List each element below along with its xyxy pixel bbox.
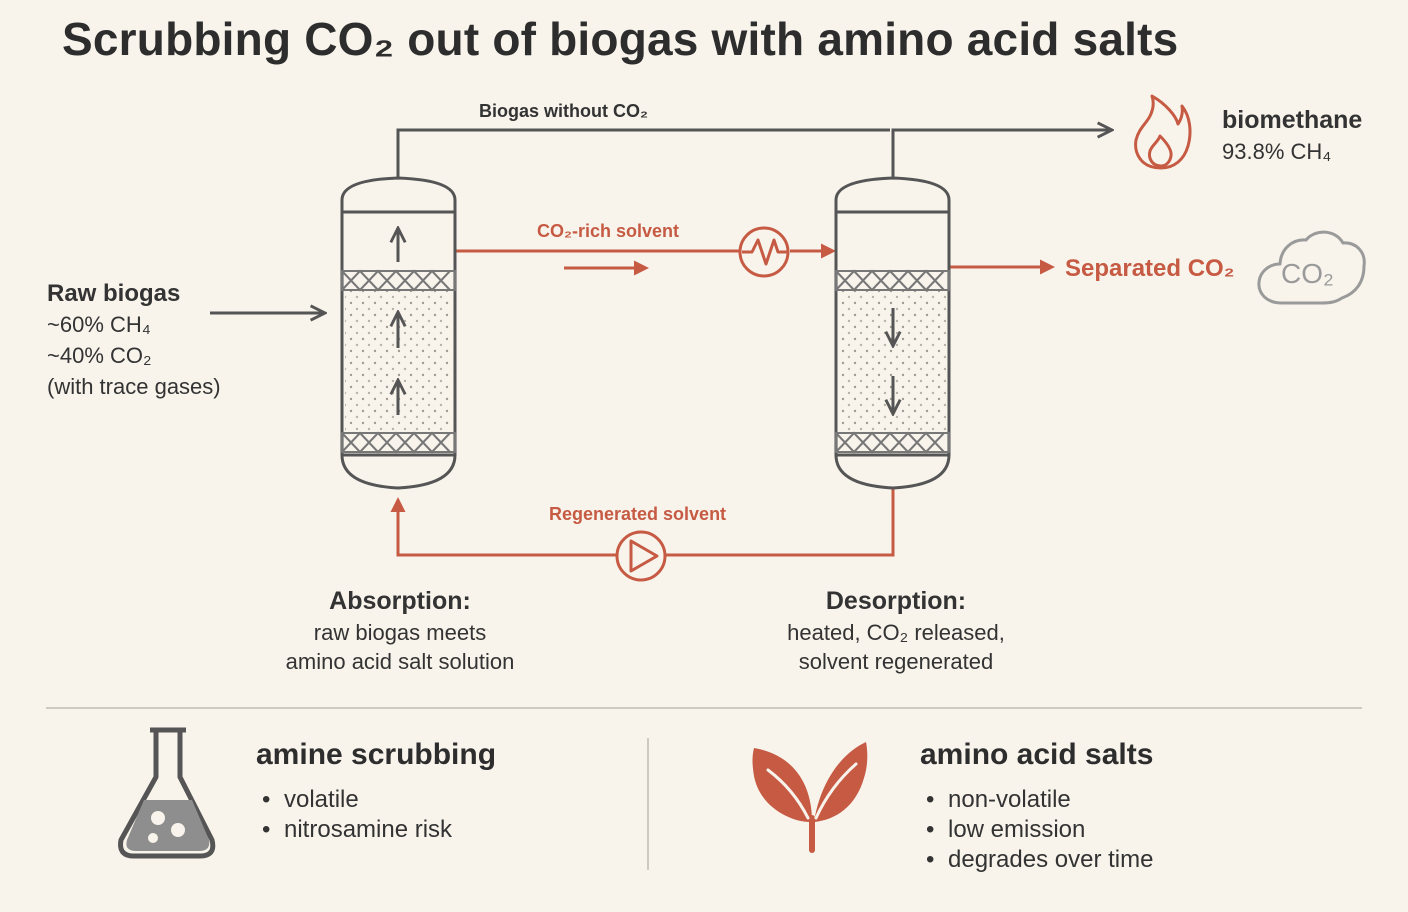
leaf-icon (752, 742, 868, 853)
cloud-co2-label: CO₂ (1281, 258, 1334, 289)
absorber-column (340, 176, 457, 490)
absorption-title: Absorption: (329, 587, 471, 615)
absorption-caption: Absorption: raw biogas meets amino acid … (240, 584, 560, 676)
desorption-title: Desorption: (825, 587, 967, 615)
raw-biogas-trace: (with trace gases) (47, 374, 221, 399)
desorption-line: solvent regenerated (798, 649, 994, 674)
list-item: non-volatile (920, 785, 1153, 815)
list-item: volatile (256, 785, 452, 815)
list-item: degrades over time (920, 845, 1153, 875)
biogas-without-co2-label: Biogas without CO₂ (479, 101, 648, 121)
desorption-caption: Desorption: heated, CO₂ released, solven… (736, 584, 1056, 676)
co2-rich-solvent-label: CO₂-rich solvent (537, 221, 679, 241)
desorption-line: heated, CO₂ released, (787, 620, 1005, 645)
heat-exchanger-icon (738, 226, 790, 278)
absorption-line: raw biogas meets (313, 620, 487, 645)
cloud-icon: CO₂ (1257, 230, 1366, 305)
raw-biogas-block: Raw biogas ~60% CH₄ ~40% CO₂ (with trace… (47, 278, 221, 402)
raw-biogas-title: Raw biogas (47, 280, 181, 307)
raw-biogas-co2: ~40% CO₂ (47, 343, 152, 368)
vertical-divider (647, 738, 649, 870)
biomethane-value: 93.8% CH₄ (1222, 139, 1332, 164)
flask-icon (118, 727, 216, 859)
biogas-without-co2-line (396, 130, 1112, 178)
separated-co2-label: Separated CO₂ (1065, 255, 1234, 282)
flame-icon (1134, 94, 1192, 170)
list-item: low emission (920, 815, 1153, 845)
amine-scrubbing-title: amine scrubbing (256, 738, 497, 771)
page-title: Scrubbing CO₂ out of biogas with amino a… (62, 13, 1179, 65)
biomethane-title: biomethane (1222, 106, 1363, 134)
horizontal-divider (46, 707, 1362, 709)
desorber-column (834, 176, 951, 490)
list-item: nitrosamine risk (256, 815, 452, 845)
biomethane-block: biomethane 93.8% CH₄ (1222, 104, 1362, 168)
amine-scrubbing-list: volatile nitrosamine risk (256, 785, 452, 845)
absorption-line: amino acid salt solution (285, 649, 515, 674)
amino-acid-salts-list: non-volatile low emission degrades over … (920, 785, 1153, 875)
amino-acid-salts-title: amino acid salts (920, 738, 1154, 771)
pump-icon (615, 530, 667, 582)
regenerated-solvent-label: Regenerated solvent (549, 504, 726, 524)
raw-biogas-ch4: ~60% CH₄ (47, 312, 151, 337)
regenerated-solvent-line (398, 488, 895, 557)
